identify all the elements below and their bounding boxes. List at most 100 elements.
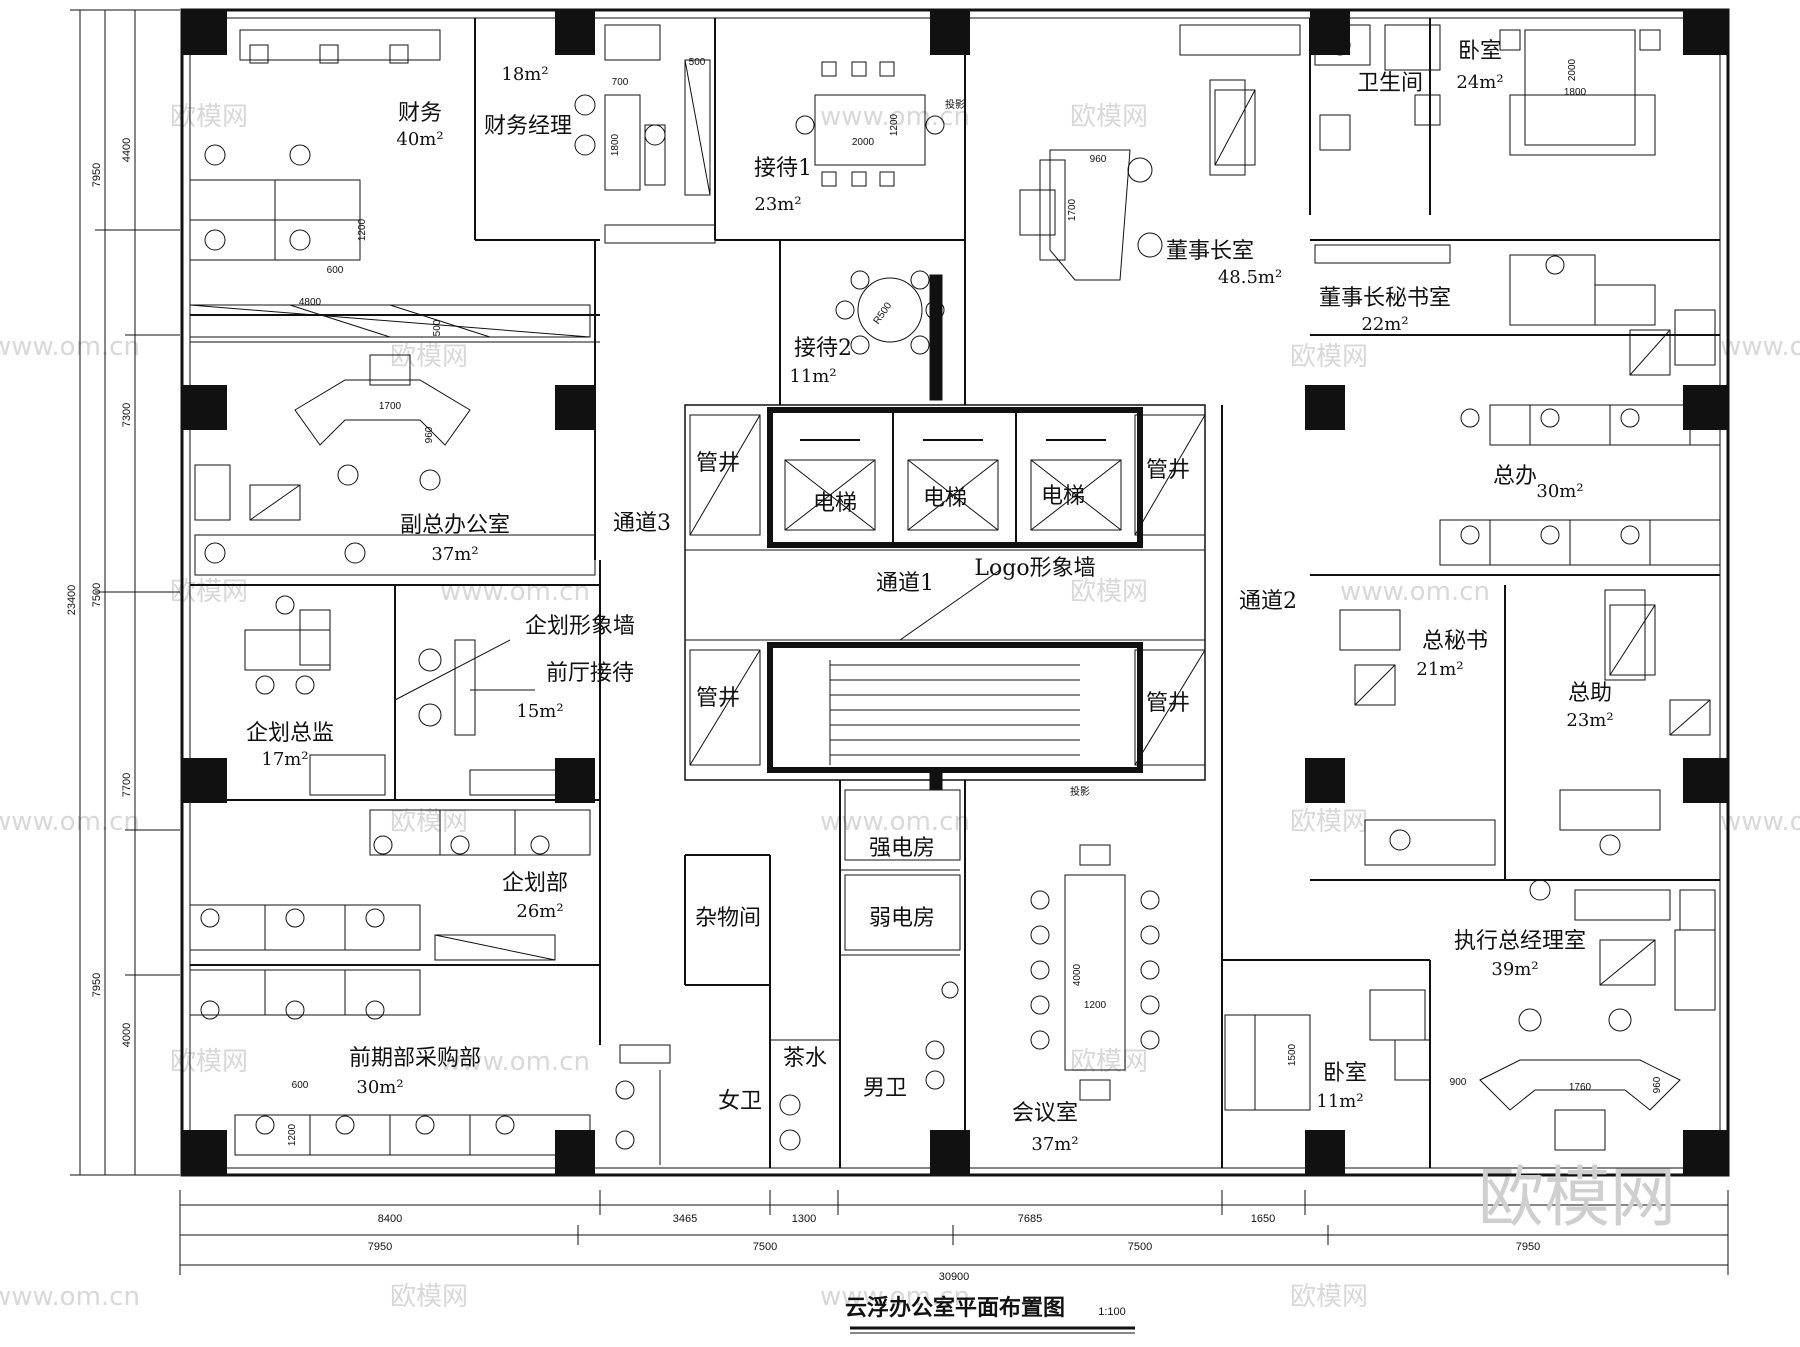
walls (180, 8, 1730, 1177)
strong-power-label: 强电房 (869, 836, 935, 861)
dim-bottom: 1650 (1251, 1213, 1275, 1225)
finance-manager-label: 财务经理 (484, 114, 572, 139)
reception2-furniture (835, 270, 945, 355)
dim-1700: 1700 (379, 401, 402, 412)
bedroom2-label: 卧室 (1323, 1061, 1367, 1086)
planning-wall-label: 企划形象墙 (525, 614, 635, 639)
bedroom1-area: 24m² (1456, 72, 1503, 93)
watermark-url: www.om.cn (1720, 807, 1800, 837)
chairman-furniture (1019, 24, 1301, 281)
corridor3-label: 通道3 (613, 511, 671, 536)
dim-500: 500 (689, 57, 706, 68)
dim-left: 7500 (91, 583, 103, 607)
reception2-area: 11m² (789, 366, 836, 387)
storage-label: 杂物间 (695, 906, 761, 931)
finance-manager-furniture (574, 24, 711, 196)
male-wc-label: 男卫 (863, 1076, 907, 1101)
furniture-dims: 700 500 1800 2000 1200 960 1700 1800 200… (287, 57, 1663, 1146)
chairman-secretary-furniture (1314, 244, 1716, 376)
general-office-furniture (1439, 404, 1721, 566)
watermark: 欧模网 (1290, 1282, 1368, 1312)
dim-1200: 1200 (1084, 1000, 1107, 1011)
watermark: 欧模网 (1290, 342, 1368, 372)
dim-bottom: 7950 (1516, 1241, 1540, 1253)
female-wc-label: 女卫 (718, 1089, 762, 1114)
general-office-area: 30m² (1536, 481, 1583, 502)
purchasing-area: 30m² (356, 1077, 403, 1098)
vice-president-furniture (194, 354, 596, 576)
projection-label: 投影 (945, 98, 965, 111)
assistant-area: 23m² (1566, 710, 1613, 731)
dim-bottom: 7500 (1128, 1241, 1152, 1253)
dim-total: 30900 (939, 1271, 970, 1283)
purchasing-label: 前期部采购部 (349, 1046, 481, 1071)
dim-left: 7300 (121, 403, 133, 427)
projection-label: 投影 (1070, 785, 1090, 798)
executive-gm-area: 39m² (1491, 959, 1538, 980)
columns (182, 10, 1728, 1175)
dim-bottom: 1300 (792, 1213, 816, 1225)
dim-1800: 1800 (610, 133, 621, 156)
dim-500: 500 (432, 319, 443, 336)
chairman-secretary-area: 22m² (1361, 314, 1408, 335)
executive-gm-label: 执行总经理室 (1454, 929, 1586, 954)
watermark-url: www.om.cn (820, 1282, 970, 1312)
planning-dept-furniture (189, 809, 591, 961)
finance-manager-area: 18m² (501, 64, 548, 85)
shaft-label: 管井 (696, 686, 740, 711)
vice-president-area: 37m² (431, 544, 478, 565)
finance-furniture (189, 29, 591, 338)
front-reception-label: 前厅接待 (546, 661, 634, 686)
room-labels: 财务 40m² 18m² 财务经理 接待1 23m² 董事长室 48.5m² 卫… (246, 39, 1614, 1155)
dim-600: 600 (292, 1080, 309, 1091)
misc-labels: 通道1 通道2 通道3 Logo形象墙 企划形象墙 电梯 电梯 电梯 管井 管井… (525, 98, 1297, 1114)
meeting-area: 37m² (1031, 1134, 1078, 1155)
bathroom-label: 卫生间 (1357, 71, 1423, 96)
general-secretary-label: 总秘书 (1422, 629, 1488, 654)
front-reception-area: 15m² (516, 701, 563, 722)
dim-bottom: 7685 (1018, 1213, 1042, 1225)
corridor1-label: 通道1 (876, 571, 934, 596)
shaft-label: 管井 (696, 451, 740, 476)
dim-1200: 1200 (287, 1123, 298, 1146)
elevator-label: 电梯 (1041, 484, 1085, 509)
dim-1500: 1500 (1287, 1043, 1298, 1066)
bottom-dim-text: 8400 3465 1300 7685 1650 7950 7500 7500 … (368, 1213, 1540, 1283)
corridor2-label: 通道2 (1239, 589, 1297, 614)
dim-1700: 1700 (1067, 198, 1078, 221)
watermark: 欧模网 (1070, 102, 1148, 132)
dim-r500: R500 (872, 300, 895, 326)
watermark-logo: 欧模网 (1478, 1159, 1676, 1236)
dim-2000: 2000 (1567, 58, 1578, 81)
toilet-fixtures (615, 789, 961, 1165)
dim-700: 700 (612, 77, 629, 88)
watermark: 欧模网 (1290, 807, 1368, 837)
planning-director-area: 17m² (261, 749, 308, 770)
dim-bottom: 8400 (378, 1213, 402, 1225)
watermark-url: www.om.cn (440, 577, 590, 607)
planning-dept-area: 26m² (516, 901, 563, 922)
dim-960: 960 (424, 426, 435, 443)
watermark-url: www.om.cn (0, 332, 140, 362)
planning-director-label: 企划总监 (246, 721, 334, 746)
dim-left: 7700 (121, 773, 133, 797)
watermark-url: www.om.cn (0, 807, 140, 837)
elevator-label: 电梯 (923, 486, 967, 511)
dim-1760: 1760 (1569, 1082, 1592, 1093)
watermark-url: www.om.cn (1720, 332, 1800, 362)
dim-left: 7950 (91, 973, 103, 997)
logo-wall-label: Logo形象墙 (974, 556, 1095, 581)
dim-1200: 1200 (889, 113, 900, 136)
chairman-secretary-label: 董事长秘书室 (1319, 286, 1451, 311)
reception2-label: 接待2 (794, 336, 852, 361)
dim-4000: 4000 (1072, 963, 1083, 986)
reception1-furniture (604, 61, 945, 244)
assistant-label: 总助 (1568, 681, 1612, 706)
finance-label: 财务 (398, 101, 442, 126)
weak-power-label: 弱电房 (869, 906, 935, 931)
watermark: 欧模网 (1070, 1047, 1148, 1077)
bedroom2-area: 11m² (1316, 1091, 1363, 1112)
dim-left: 4400 (121, 138, 133, 162)
chairman-area: 48.5m² (1218, 267, 1282, 288)
